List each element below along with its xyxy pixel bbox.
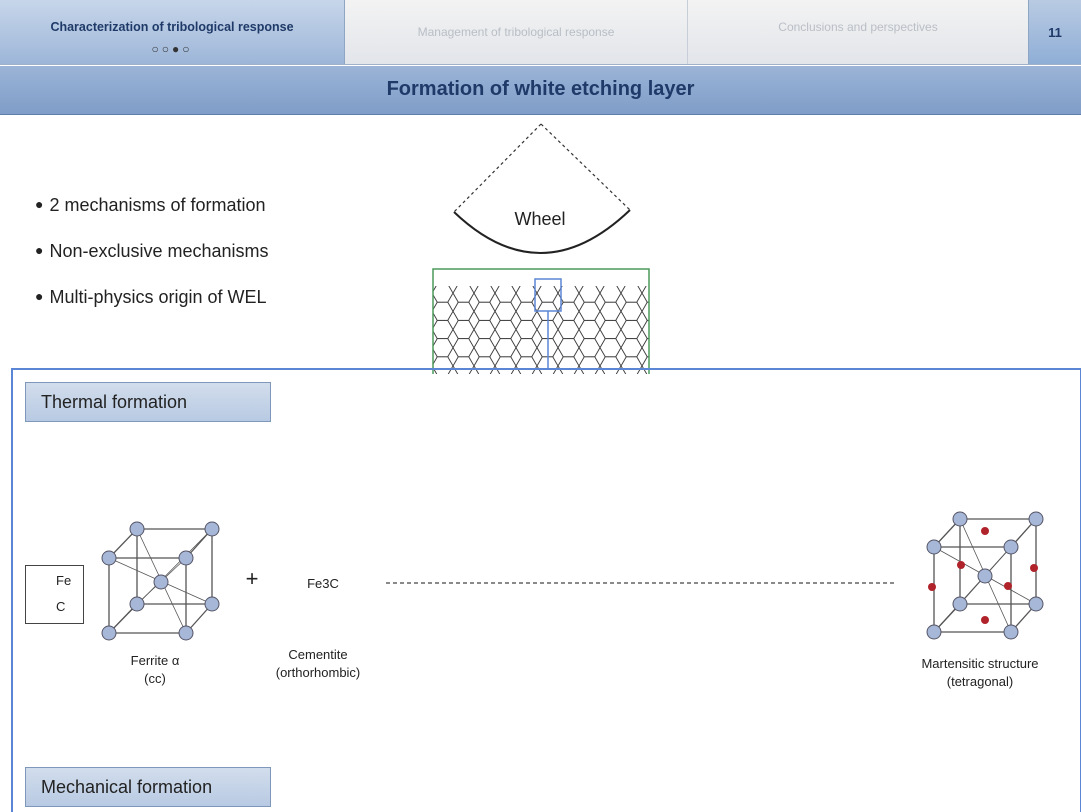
rail-grain-structure [432, 268, 650, 374]
wheel-label: Wheel [514, 209, 566, 229]
martensite-sublabel: (tetragonal) [946, 674, 1014, 689]
cementite-sublabel: (orthorhombic) [275, 665, 361, 680]
martensite-c-atoms [928, 527, 1038, 624]
thermal-formation-label: Thermal formation [25, 382, 271, 422]
wheel-sector [453, 123, 631, 254]
plus-sign: + [245, 566, 259, 591]
bullet-text: 2 mechanisms of formation [49, 195, 266, 215]
ferrite-label: Ferrite α [130, 653, 180, 668]
martensite-label: Martensitic structure [921, 656, 1039, 671]
tab-management-label: Management of tribological response [417, 25, 615, 39]
bullet-text: Non-exclusive mechanisms [49, 241, 269, 261]
cementite-label: Cementite [288, 647, 348, 662]
tab-conclusions-label: Conclusions and perspectives [778, 20, 938, 34]
tab-management[interactable]: Management of tribological response [345, 0, 688, 64]
tab-conclusions[interactable]: Conclusions and perspectives [688, 0, 1028, 64]
ferrite-sublabel: (cc) [144, 671, 166, 686]
fe3c-label: Fe3C [307, 576, 339, 591]
bullet-text: Multi-physics origin of WEL [49, 287, 267, 307]
martensite-fe-atoms [926, 511, 1044, 640]
legend-fe-label: Fe [56, 573, 72, 588]
tab-characterization[interactable]: Characterization of tribological respons… [0, 0, 345, 64]
tab-characterization-label: Characterization of tribological respons… [50, 20, 294, 34]
section-progress-dots: ○○●○ [151, 42, 193, 56]
legend-c-label: C [56, 599, 66, 614]
ferrite-atoms [101, 521, 220, 641]
slide-title: Formation of white etching layer [386, 78, 695, 100]
bullet-item: ●Multi-physics origin of WEL [35, 287, 267, 307]
page-number: 11 [1028, 0, 1081, 64]
atom-legend [25, 565, 84, 624]
title-bar: Formation of white etching layer [0, 66, 1081, 115]
mechanical-formation-label: Mechanical formation [25, 767, 271, 807]
bullet-item: ●Non-exclusive mechanisms [35, 241, 269, 261]
bullet-list: ●2 mechanisms of formation ●Non-exclusiv… [35, 195, 269, 333]
bullet-item: ●2 mechanisms of formation [35, 195, 266, 215]
detail-frame [11, 368, 1081, 812]
